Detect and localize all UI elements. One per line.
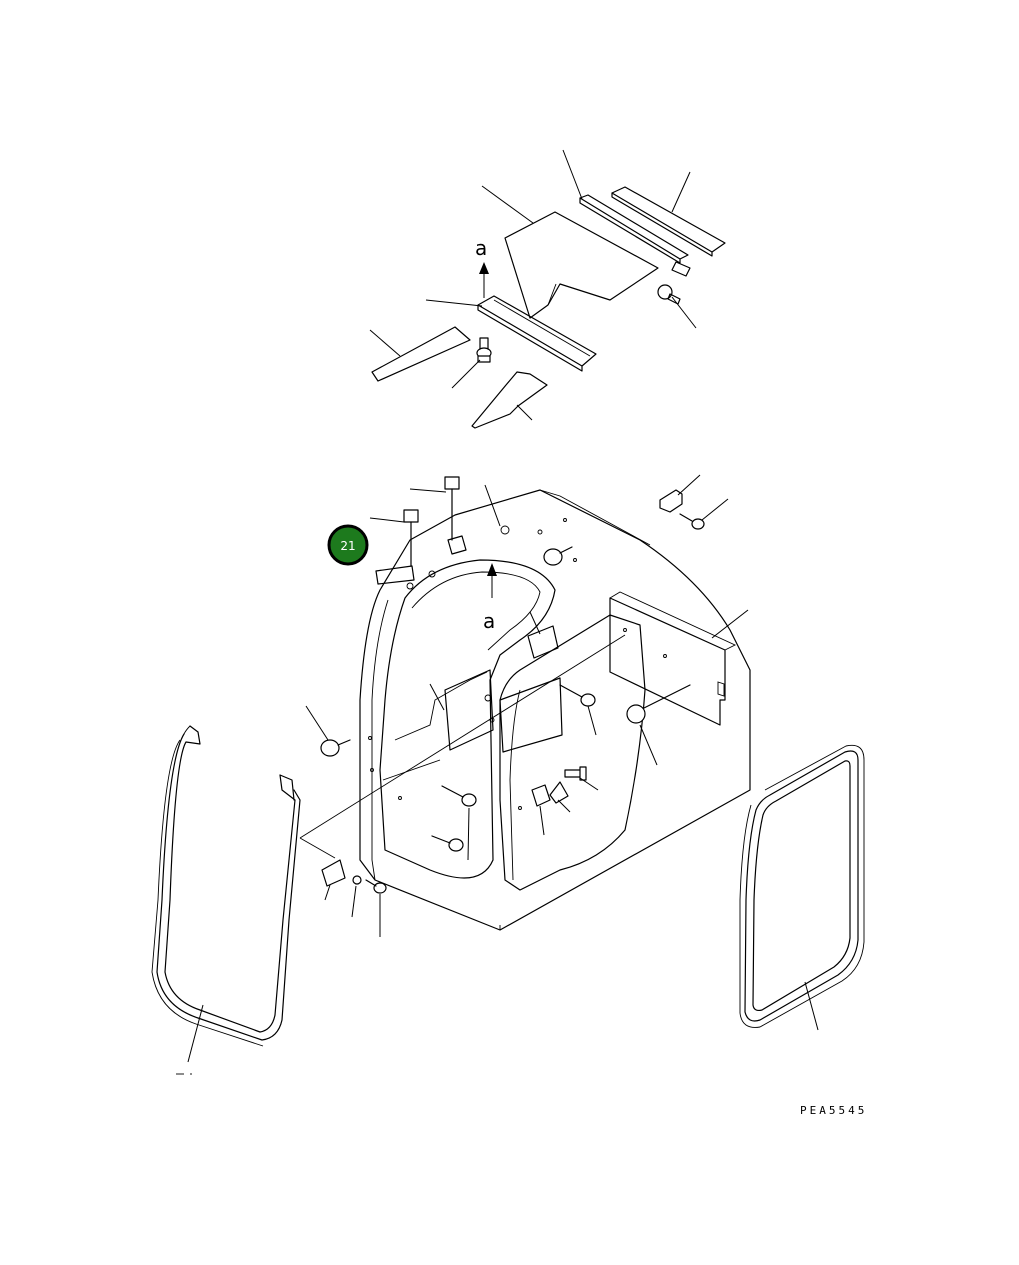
side-knob bbox=[320, 739, 351, 757]
roof-left-pad bbox=[371, 326, 471, 382]
rear-upper-bracket bbox=[659, 489, 683, 513]
cab-inner-plate bbox=[499, 677, 563, 753]
cab-mounting-holes bbox=[368, 518, 667, 810]
roof-knob-fastener bbox=[657, 284, 681, 305]
roof-callout-leaders bbox=[369, 149, 697, 421]
rear-upper-screw bbox=[679, 513, 705, 530]
view-marker-cab-label: a bbox=[483, 609, 495, 633]
bolt-top-center bbox=[444, 476, 460, 541]
cab-right-window-opening bbox=[499, 614, 646, 891]
latch-screw bbox=[564, 766, 587, 781]
cab-fasteners bbox=[320, 476, 705, 894]
interior-fastener-3 bbox=[441, 785, 477, 807]
latch-catch bbox=[549, 781, 569, 804]
cab-upper-plate bbox=[527, 625, 559, 659]
lower-cover bbox=[321, 859, 346, 887]
view-arrow-cab: a bbox=[483, 563, 497, 633]
callout-badge-21-number[interactable]: 21 bbox=[340, 539, 355, 553]
latch-plate bbox=[531, 784, 551, 807]
roof-trim-assembly: a bbox=[369, 149, 726, 429]
drawing-reference-code: PEA5545 bbox=[800, 1104, 868, 1117]
spacer-pad bbox=[375, 565, 415, 585]
interior-fastener-1 bbox=[559, 684, 596, 707]
cab-body: a bbox=[299, 489, 751, 931]
bolt-top-left bbox=[403, 509, 419, 567]
roof-knob bbox=[543, 546, 573, 566]
cab-callout-leaders bbox=[305, 474, 749, 937]
roof-lower-pad bbox=[471, 371, 548, 429]
roof-strip-upper-right bbox=[611, 186, 726, 257]
view-arrow-top: a bbox=[475, 236, 489, 298]
roof-liner-panel bbox=[504, 211, 659, 319]
roof-clip bbox=[671, 261, 691, 277]
roof-lower-rail bbox=[477, 295, 597, 372]
interior-fastener-4 bbox=[431, 835, 464, 852]
cab-top-bracket bbox=[447, 535, 467, 555]
cab-side-plate bbox=[444, 669, 494, 751]
interior-fastener-2 bbox=[626, 684, 691, 724]
roof-strip-upper-left bbox=[579, 194, 689, 264]
cab-outer-shell bbox=[359, 489, 751, 931]
left-window-seal bbox=[151, 725, 301, 1063]
roof-push-pin bbox=[476, 337, 492, 363]
callout-badge-21[interactable]: 21 bbox=[327, 524, 369, 566]
callout-badge-21-circle[interactable] bbox=[327, 524, 369, 566]
cab-rear-panel bbox=[609, 597, 726, 726]
cab-left-door-opening bbox=[379, 559, 556, 879]
lower-nut bbox=[352, 875, 362, 885]
lower-pin bbox=[365, 879, 387, 894]
view-marker-top-label: a bbox=[475, 236, 487, 260]
right-window-seal bbox=[739, 744, 865, 1031]
